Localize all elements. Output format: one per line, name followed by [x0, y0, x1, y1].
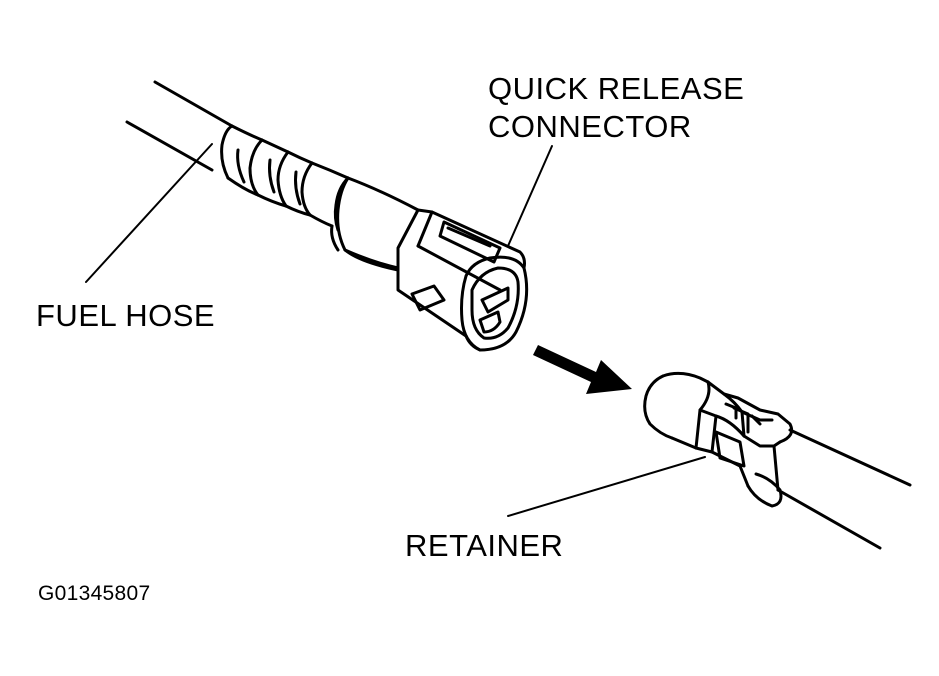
leader-lines [85, 143, 706, 517]
quick-release-label-line2: CONNECTOR [488, 109, 692, 144]
leader-quick-release [507, 145, 553, 247]
connector-sleeve [336, 176, 420, 272]
fuel-hose-label: FUEL HOSE [36, 298, 216, 333]
figure-code: G01345807 [38, 582, 151, 605]
hose-ribbed-end [220, 124, 314, 217]
connector-stem [308, 161, 350, 252]
leader-fuel-hose [85, 143, 213, 283]
retainer-label: RETAINER [405, 528, 564, 563]
direction-arrow [533, 345, 632, 394]
leader-retainer [507, 456, 706, 517]
quick-release-connector [396, 208, 529, 352]
retainer-clip [694, 380, 794, 508]
fuel-tube [643, 371, 912, 550]
fuel-hose [125, 80, 234, 172]
quick-release-label-line1: QUICK RELEASE [488, 71, 745, 106]
